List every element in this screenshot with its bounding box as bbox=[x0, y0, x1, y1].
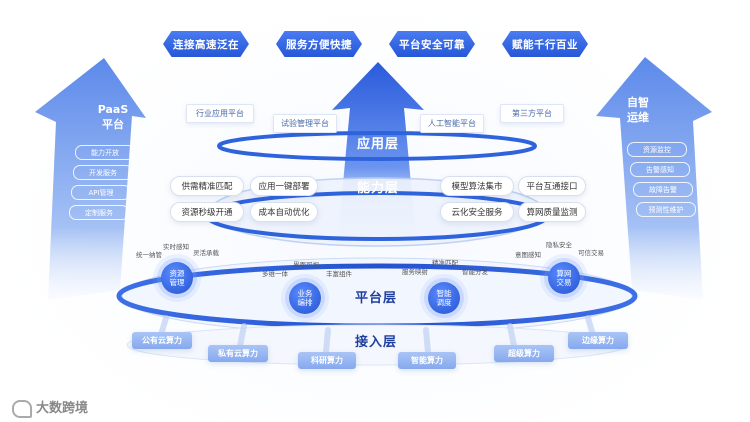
access-tile: 边缘算力 bbox=[568, 332, 628, 349]
badge-empower: 赋能千行百业 bbox=[502, 31, 588, 57]
platform-node-resource: 资源管理 bbox=[161, 262, 193, 294]
node-label: 智能 bbox=[436, 289, 452, 298]
node-tag: 精准匹配 bbox=[432, 259, 458, 267]
node-label: 管理 bbox=[169, 278, 185, 287]
left-panel-item: 能力开放 bbox=[75, 145, 135, 160]
left-panel-title: PaaS 平台 bbox=[93, 102, 133, 132]
node-label: 调度 bbox=[436, 298, 452, 307]
application-ring bbox=[217, 131, 537, 161]
left-panel-item: API管理 bbox=[71, 185, 131, 200]
capability-pill: 应用一键部署 bbox=[250, 176, 318, 196]
watermark-text: 大数跨境 bbox=[36, 401, 89, 416]
node-label: 算网 bbox=[556, 269, 572, 278]
access-tile: 超级算力 bbox=[494, 345, 554, 362]
left-panel-item: 定制服务 bbox=[69, 205, 129, 220]
node-tag: 意图感知 bbox=[515, 251, 541, 259]
app-tile-industry: 行业应用平台 bbox=[186, 104, 254, 123]
right-panel-title-line2: 运维 bbox=[627, 111, 649, 124]
left-panel-title-line2: 平台 bbox=[102, 118, 124, 131]
right-panel-item: 资源监控 bbox=[627, 142, 687, 157]
left-panel-item: 开发服务 bbox=[73, 165, 133, 180]
app-tile-third-party: 第三方平台 bbox=[500, 104, 564, 123]
access-tile: 智能算力 bbox=[398, 352, 456, 369]
capability-pill: 平台互通接口 bbox=[518, 176, 586, 196]
node-tag: 智能分发 bbox=[462, 268, 488, 276]
node-tag: 可信交易 bbox=[578, 249, 604, 257]
access-tile: 公有云算力 bbox=[132, 332, 192, 349]
node-tag: 隐私安全 bbox=[546, 241, 572, 249]
capability-pill: 算网质量监测 bbox=[518, 202, 586, 222]
right-panel-item: 告警感知 bbox=[630, 162, 690, 177]
app-tile-experiment: 试验管理平台 bbox=[273, 114, 337, 133]
access-tile: 科研算力 bbox=[298, 352, 356, 369]
node-label: 交易 bbox=[556, 278, 572, 287]
right-panel-item: 预测性维护 bbox=[636, 202, 696, 217]
right-panel-title-line1: 自智 bbox=[627, 96, 649, 109]
layer-application-label: 应用层 bbox=[357, 137, 400, 152]
node-tag: 实时感知 bbox=[163, 243, 189, 251]
right-panel-title: 自智 运维 bbox=[618, 95, 658, 125]
node-label: 业务 bbox=[297, 289, 313, 298]
badge-connection: 连接高速泛在 bbox=[163, 31, 249, 57]
node-tag: 多维一体 bbox=[262, 270, 288, 278]
badge-service: 服务方便快捷 bbox=[276, 31, 362, 57]
watermark-logo-icon bbox=[12, 399, 32, 418]
layer-capability-label: 能力层 bbox=[357, 181, 400, 196]
capability-pill: 供需精准匹配 bbox=[170, 176, 244, 196]
platform-node-trading: 算网交易 bbox=[548, 262, 580, 294]
watermark: 大数跨境 bbox=[12, 397, 88, 418]
right-side-arrow bbox=[596, 57, 712, 300]
node-tag: 界面可视 bbox=[293, 261, 319, 269]
app-tile-ai: 人工智能平台 bbox=[420, 114, 484, 133]
node-tag: 灵活承载 bbox=[193, 249, 219, 257]
node-tag: 丰富组件 bbox=[326, 270, 352, 278]
node-label: 编排 bbox=[297, 298, 313, 307]
left-panel-title-line1: PaaS bbox=[97, 103, 129, 116]
capability-pill: 云化安全服务 bbox=[440, 202, 514, 222]
access-tile: 私有云算力 bbox=[208, 345, 268, 362]
layer-access-label: 接入层 bbox=[355, 335, 398, 350]
node-label: 资源 bbox=[169, 269, 185, 278]
platform-node-scheduling: 智能调度 bbox=[428, 282, 460, 314]
badge-security: 平台安全可靠 bbox=[389, 31, 475, 57]
node-tag: 服务映射 bbox=[402, 268, 428, 276]
capability-pill: 模型算法集市 bbox=[440, 176, 514, 196]
right-panel-item: 故障告警 bbox=[633, 182, 693, 197]
capability-pill: 成本自动优化 bbox=[250, 202, 318, 222]
capability-pill: 资源秒级开通 bbox=[170, 202, 244, 222]
layer-platform-label: 平台层 bbox=[355, 291, 398, 306]
platform-node-orchestration: 业务编排 bbox=[289, 282, 321, 314]
node-tag: 统一纳管 bbox=[136, 251, 162, 259]
